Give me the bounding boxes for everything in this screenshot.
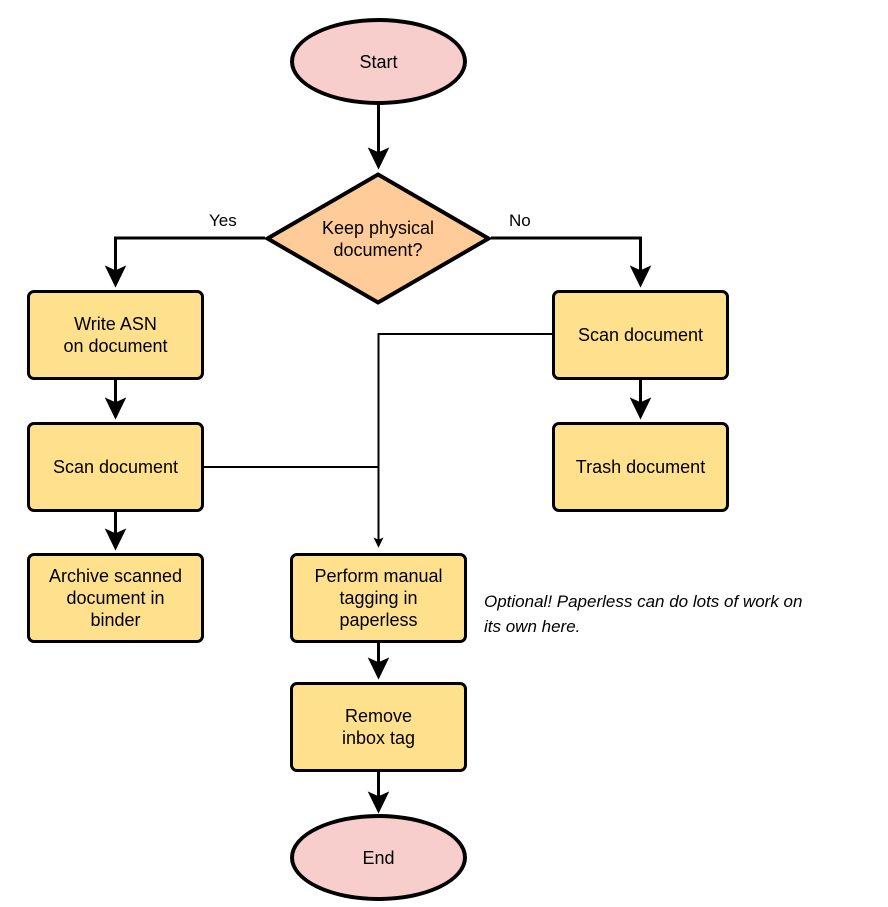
remove-inbox-line-2: inbox tag xyxy=(341,728,416,748)
node-remove-inbox-tag-label: Remove inbox tag xyxy=(342,705,415,749)
edge-label-no: No xyxy=(509,211,531,230)
node-trash-document-label: Trash document xyxy=(575,457,706,477)
node-scan-document-left-label: Scan document xyxy=(52,457,179,477)
tagging-line-3: paperless xyxy=(339,610,418,630)
write-asn-line-1: Write ASN xyxy=(74,314,157,334)
edge-scan-right-to-tagging xyxy=(373,333,552,548)
tagging-line-2: tagging in xyxy=(339,588,418,608)
node-write-asn-on-document[interactable]: Write ASN on document xyxy=(27,290,204,380)
node-archive-label: Archive scanned document in binder xyxy=(49,565,182,631)
node-trash-document[interactable]: Trash document xyxy=(552,422,729,512)
node-start-label: Start xyxy=(359,51,398,72)
node-end-label: End xyxy=(362,847,395,868)
node-scan-document-left[interactable]: Scan document xyxy=(27,422,204,512)
diamond-shape xyxy=(265,172,491,305)
archive-line-3: binder xyxy=(90,610,141,630)
edge-label-yes: Yes xyxy=(209,211,237,230)
write-asn-line-2: on document xyxy=(63,336,168,356)
archive-line-1: Archive scanned xyxy=(48,566,183,586)
node-end[interactable]: End xyxy=(290,814,467,901)
node-scan-document-right-label: Scan document xyxy=(577,325,704,345)
decision-label-line-2: document? xyxy=(333,239,423,260)
annotation-line-1: Optional! Paperless can do lots of work … xyxy=(484,592,803,611)
node-perform-manual-tagging-in-paperless[interactable]: Perform manual tagging in paperless xyxy=(290,553,467,643)
node-keep-physical-document[interactable]: Keep physical document? xyxy=(265,172,491,305)
remove-inbox-line-1: Remove xyxy=(344,706,413,726)
node-tagging-label: Perform manual tagging in paperless xyxy=(314,565,442,631)
node-scan-document-right[interactable]: Scan document xyxy=(552,290,729,380)
node-write-asn-label: Write ASN on document xyxy=(63,313,167,357)
decision-label-line-1: Keep physical xyxy=(321,217,435,238)
tagging-line-1: Perform manual xyxy=(314,566,443,586)
annotation-optional-note: Optional! Paperless can do lots of work … xyxy=(484,589,888,639)
node-start[interactable]: Start xyxy=(290,18,467,105)
node-archive-scanned-document-in-binder[interactable]: Archive scanned document in binder xyxy=(27,553,204,643)
edge-decision-to-write-asn xyxy=(104,236,265,288)
edge-decision-to-scan-right xyxy=(491,236,652,288)
annotation-line-2: its own here. xyxy=(484,617,581,636)
node-keep-physical-document-label: Keep physical document? xyxy=(265,172,491,305)
archive-line-2: document in xyxy=(66,588,165,608)
node-remove-inbox-tag[interactable]: Remove inbox tag xyxy=(290,682,467,772)
